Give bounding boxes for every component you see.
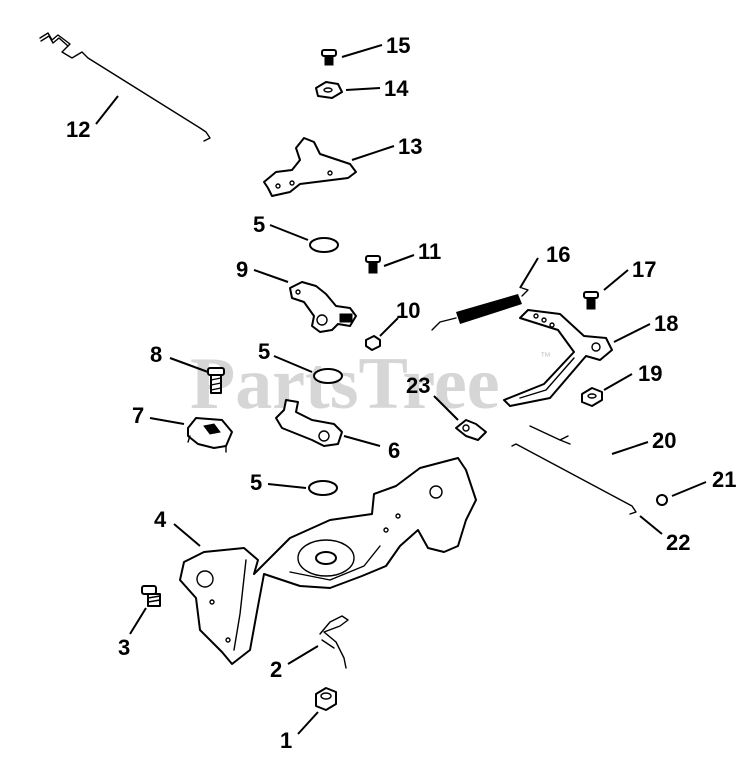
callout-20: 20 — [652, 428, 676, 453]
callout-4: 4 — [154, 507, 167, 532]
part-18-lever[interactable] — [503, 309, 613, 407]
callout-2: 2 — [270, 657, 282, 682]
part-7-clip-nut[interactable] — [187, 417, 233, 453]
callout-18: 18 — [654, 311, 678, 336]
callout-15: 15 — [386, 33, 410, 58]
part-8-bolt[interactable] — [207, 367, 225, 394]
callout-16: 16 — [546, 242, 570, 267]
callout-5-top: 5 — [253, 212, 265, 237]
callout-8: 8 — [150, 342, 162, 367]
callout-14: 14 — [384, 76, 409, 101]
part-5-washer-top[interactable] — [309, 237, 339, 253]
part-5-washer-middle[interactable] — [313, 368, 343, 384]
part-19-nut[interactable] — [581, 387, 603, 407]
part-20-rod[interactable] — [529, 425, 571, 445]
part-21-nut[interactable] — [656, 494, 668, 506]
part-3-bolt[interactable] — [141, 585, 161, 607]
part-15-screw[interactable] — [321, 49, 337, 66]
callout-5-middle: 5 — [258, 339, 270, 364]
part-4-bracket[interactable] — [179, 457, 477, 665]
part-5-washer-bottom[interactable] — [308, 480, 338, 496]
callout-9: 9 — [236, 257, 248, 282]
part-13-bracket[interactable] — [263, 137, 357, 197]
part-17-screw[interactable] — [583, 291, 599, 310]
part-6-lever[interactable] — [275, 399, 343, 447]
callout-6: 6 — [388, 438, 400, 463]
callout-12: 12 — [66, 117, 90, 142]
callout-1: 1 — [280, 728, 292, 753]
part-14-washer[interactable] — [315, 81, 343, 99]
callout-22: 22 — [666, 530, 690, 555]
callout-10: 10 — [396, 298, 420, 323]
part-2-spring[interactable] — [319, 615, 349, 669]
leader-lines — [95, 44, 707, 735]
part-1-nut[interactable] — [315, 687, 337, 711]
watermark-trademark: ™ — [540, 351, 551, 363]
part-11-screw[interactable] — [365, 255, 381, 274]
callout-11: 11 — [418, 239, 441, 264]
callout-3: 3 — [118, 635, 130, 660]
callout-21: 21 — [712, 467, 736, 492]
part-10-nut[interactable] — [365, 335, 381, 351]
part-16-spring[interactable] — [431, 287, 529, 331]
part-12-rod[interactable] — [39, 32, 211, 142]
callout-13: 13 — [398, 134, 422, 159]
callout-19: 19 — [638, 361, 662, 386]
callout-5-bottom: 5 — [250, 470, 262, 495]
watermark: PartsTree — [190, 343, 500, 425]
callout-23: 23 — [406, 373, 430, 398]
callout-7: 7 — [132, 403, 144, 428]
part-23-clip[interactable] — [455, 419, 487, 441]
callout-numbers: 15 14 12 13 5 11 9 16 17 10 18 8 5 19 23… — [66, 33, 736, 753]
callout-17: 17 — [632, 257, 656, 282]
part-9-lever[interactable] — [289, 281, 357, 333]
part-22-rod[interactable] — [511, 443, 637, 515]
